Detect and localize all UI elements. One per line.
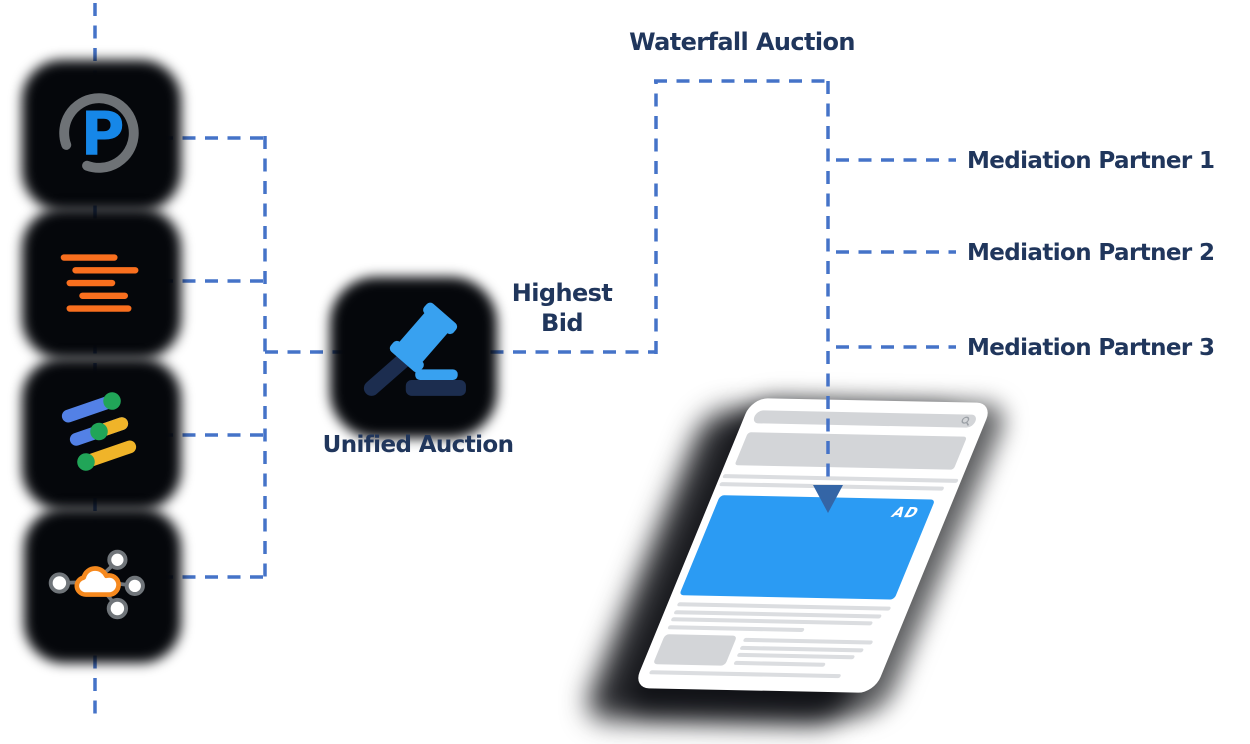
text-line <box>722 474 959 483</box>
magnifier-icon <box>961 416 970 426</box>
orange-text-lines-logo <box>60 254 139 312</box>
cloud-network-logo <box>48 549 145 620</box>
tablet-webpage-mock: AD <box>633 398 993 693</box>
pubmatic-p-logo: P <box>59 93 139 173</box>
google-ad-manager-logo <box>61 392 137 471</box>
highest-bid-label: Highest Bid <box>511 278 613 338</box>
search-bar <box>751 410 979 428</box>
unified-auction-card <box>350 295 471 413</box>
ad-banner: AD <box>679 495 936 600</box>
text-line <box>718 482 945 491</box>
text-line <box>733 660 827 667</box>
text-line <box>673 609 883 618</box>
text-line <box>648 670 842 679</box>
demand-card-google-ad-manager <box>40 373 158 490</box>
mediation-partner-1-label: Mediation Partner 1 <box>967 148 1215 174</box>
text-line <box>739 645 865 652</box>
text-line <box>667 624 806 632</box>
gavel-icon <box>363 302 466 396</box>
text-line <box>670 617 874 626</box>
mediation-partner-3-label: Mediation Partner 3 <box>967 335 1215 361</box>
highest-bid-line2: Bid <box>541 309 584 337</box>
p-letter: P <box>80 100 124 170</box>
mediation-partner-2-label: Mediation Partner 2 <box>967 240 1215 266</box>
demand-card-orange-lines <box>40 223 158 339</box>
waterfall-auction-label: Waterfall Auction <box>629 28 855 56</box>
text-line <box>742 637 874 645</box>
text-line <box>676 602 892 611</box>
ad-label: AD <box>889 504 922 522</box>
highest-bid-line1: Highest <box>511 279 613 307</box>
text-line <box>736 652 856 660</box>
demand-card-pubmatic: P <box>40 75 158 191</box>
unified-auction-label: Unified Auction <box>322 432 514 458</box>
page-hero-block <box>734 432 968 470</box>
thumbnail-block <box>652 634 738 666</box>
demand-card-cloud-network <box>42 523 158 643</box>
